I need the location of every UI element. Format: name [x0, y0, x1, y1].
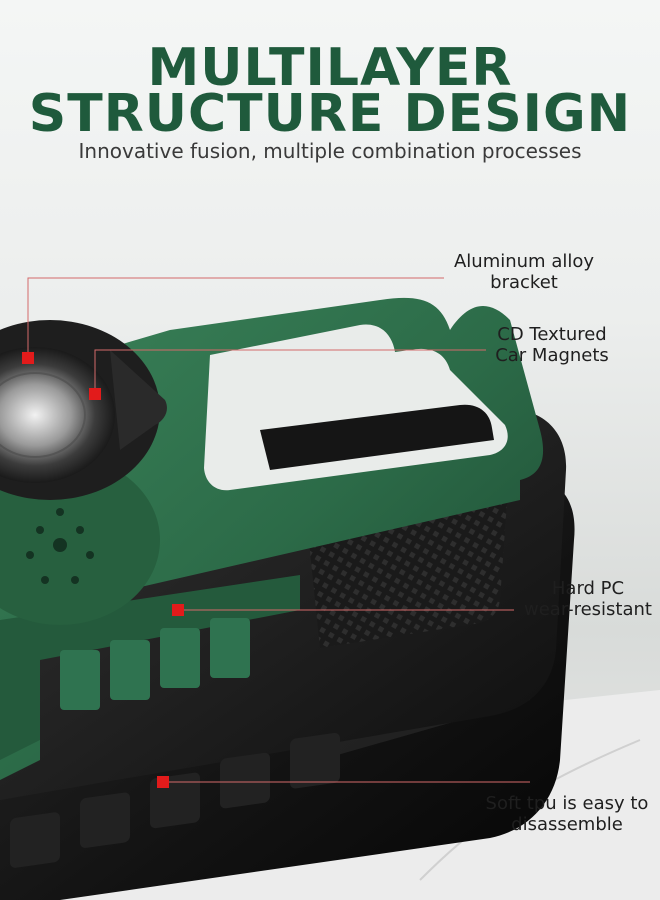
callout-line-1: Soft tpu is easy to: [485, 793, 649, 814]
marker-aluminum: [22, 352, 34, 364]
green-frame-inner-black: [260, 404, 494, 470]
callout-line-2: Car Magnets: [495, 345, 609, 366]
callout-line-1: CD Textured: [497, 324, 607, 345]
leader-line-cd: [94, 349, 486, 394]
ring-holder-icon: [0, 320, 167, 500]
leader-line-aluminum: [27, 277, 444, 358]
green-frame-blocks: [60, 618, 250, 710]
magnet-holes: [26, 508, 94, 584]
callout-line-2: bracket: [490, 272, 558, 293]
marker-cd: [89, 388, 101, 400]
callout-line-1: Aluminum alloy: [453, 251, 595, 272]
callout-line-2: disassemble: [511, 814, 623, 835]
callout-soft-tpu: Soft tpu is easy to disassemble: [480, 793, 654, 835]
callout-cd-magnets: CD Textured Car Magnets: [488, 324, 616, 366]
callout-hard-pc: Hard PC wear-resistant: [516, 578, 660, 620]
callout-line-1: Hard PC: [551, 578, 625, 599]
callout-markers: [22, 352, 184, 788]
callout-line-2: wear-resistant: [524, 599, 652, 620]
callout-aluminum-bracket: Aluminum alloy bracket: [446, 251, 602, 293]
headline-line-1: MULTILAYER: [147, 38, 513, 98]
headline-line-2: STRUCTURE DESIGN: [28, 84, 632, 144]
subheadline: Innovative fusion, multiple combination …: [78, 139, 582, 163]
marker-pc: [172, 604, 184, 616]
leader-lines: [27, 277, 530, 783]
marker-tpu: [157, 776, 169, 788]
